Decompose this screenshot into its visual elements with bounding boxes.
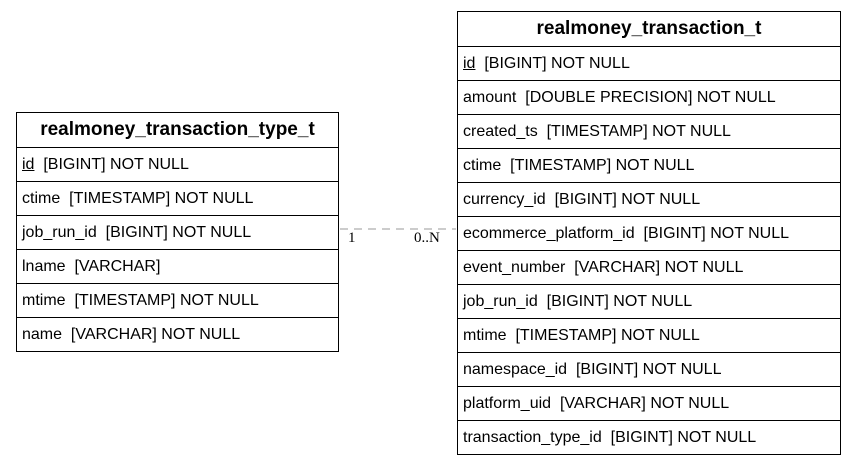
column-row: transaction_type_id [BIGINT] NOT NULL: [458, 421, 840, 454]
column-row: name [VARCHAR] NOT NULL: [17, 318, 338, 351]
column-row: mtime [TIMESTAMP] NOT NULL: [458, 319, 840, 353]
column-name: ctime: [22, 190, 61, 207]
column-name: lname: [22, 258, 66, 275]
cardinality-one-label: 1: [348, 230, 356, 246]
column-type: [TIMESTAMP] NOT NULL: [510, 157, 695, 174]
column-name: event_number: [463, 259, 566, 276]
column-type: [BIGINT] NOT NULL: [484, 55, 630, 72]
column-type: [BIGINT] NOT NULL: [643, 225, 790, 242]
column-name: mtime: [463, 327, 507, 344]
column-type: [VARCHAR]: [74, 258, 161, 275]
column-name: namespace_id: [463, 361, 568, 378]
column-type: [TIMESTAMP] NOT NULL: [69, 190, 254, 207]
column-type: [BIGINT] NOT NULL: [554, 191, 701, 208]
column-name: created_ts: [463, 123, 538, 140]
column-row: ctime [TIMESTAMP] NOT NULL: [458, 149, 840, 183]
column-row: job_run_id [BIGINT] NOT NULL: [17, 216, 338, 250]
column-name: job_run_id: [22, 224, 97, 241]
column-row: id [BIGINT] NOT NULL: [458, 47, 840, 81]
column-type: [BIGINT] NOT NULL: [610, 429, 757, 446]
column-type: [TIMESTAMP] NOT NULL: [515, 327, 700, 344]
column-type: [VARCHAR] NOT NULL: [559, 395, 730, 412]
column-type: [BIGINT] NOT NULL: [105, 224, 252, 241]
column-type: [BIGINT] NOT NULL: [546, 293, 693, 310]
column-name: id: [463, 55, 476, 72]
column-type: [VARCHAR] NOT NULL: [70, 326, 241, 343]
column-row: amount [DOUBLE PRECISION] NOT NULL: [458, 81, 840, 115]
cardinality-many-label: 0..N: [414, 230, 440, 246]
entity-realmoney-transaction-t[interactable]: realmoney_transaction_t id [BIGINT] NOT …: [457, 11, 841, 455]
column-row: event_number [VARCHAR] NOT NULL: [458, 251, 840, 285]
column-name: ctime: [463, 157, 502, 174]
column-row: id [BIGINT] NOT NULL: [17, 148, 338, 182]
column-name: name: [22, 326, 63, 343]
column-type: [TIMESTAMP] NOT NULL: [546, 123, 731, 140]
column-row: job_run_id [BIGINT] NOT NULL: [458, 285, 840, 319]
column-type: [DOUBLE PRECISION] NOT NULL: [525, 89, 776, 106]
column-name: id: [22, 156, 35, 173]
column-row: ecommerce_platform_id [BIGINT] NOT NULL: [458, 217, 840, 251]
column-name: platform_uid: [463, 395, 552, 412]
entity-title: realmoney_transaction_type_t: [17, 113, 338, 148]
column-type: [BIGINT] NOT NULL: [43, 156, 189, 173]
column-row: created_ts [TIMESTAMP] NOT NULL: [458, 115, 840, 149]
column-type: [VARCHAR] NOT NULL: [574, 259, 744, 276]
column-row: lname [VARCHAR]: [17, 250, 338, 284]
column-row: mtime [TIMESTAMP] NOT NULL: [17, 284, 338, 318]
column-name: ecommerce_platform_id: [463, 225, 635, 242]
column-type: [TIMESTAMP] NOT NULL: [74, 292, 259, 309]
column-name: mtime: [22, 292, 66, 309]
column-row: platform_uid [VARCHAR] NOT NULL: [458, 387, 840, 421]
column-name: currency_id: [463, 191, 546, 208]
column-row: ctime [TIMESTAMP] NOT NULL: [17, 182, 338, 216]
column-name: transaction_type_id: [463, 429, 602, 446]
column-row: namespace_id [BIGINT] NOT NULL: [458, 353, 840, 387]
entity-realmoney-transaction-type-t[interactable]: realmoney_transaction_type_t id [BIGINT]…: [16, 112, 339, 352]
column-name: job_run_id: [463, 293, 538, 310]
entity-title: realmoney_transaction_t: [458, 12, 840, 47]
column-name: amount: [463, 89, 517, 106]
column-row: currency_id [BIGINT] NOT NULL: [458, 183, 840, 217]
column-type: [BIGINT] NOT NULL: [575, 361, 722, 378]
